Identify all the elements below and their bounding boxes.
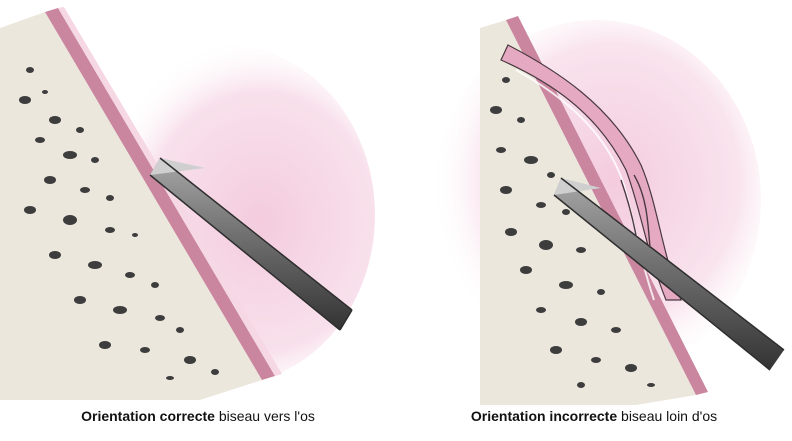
- caption-incorrect-bold: Orientation incorrecte: [471, 408, 617, 424]
- figure-correct: Orientation correcte biseau vers l'os: [0, 0, 396, 441]
- correct-orientation-illustration: [0, 0, 396, 441]
- caption-correct-bold: Orientation correcte: [81, 408, 215, 424]
- figure-incorrect: Orientation incorrecte biseau loin d'os: [396, 0, 792, 441]
- caption-correct-text: biseau vers l'os: [219, 408, 315, 424]
- caption-correct: Orientation correcte biseau vers l'os: [0, 408, 396, 424]
- caption-incorrect-text: biseau loin d'os: [621, 408, 717, 424]
- caption-incorrect: Orientation incorrecte biseau loin d'os: [396, 408, 792, 424]
- incorrect-orientation-illustration: [396, 0, 792, 441]
